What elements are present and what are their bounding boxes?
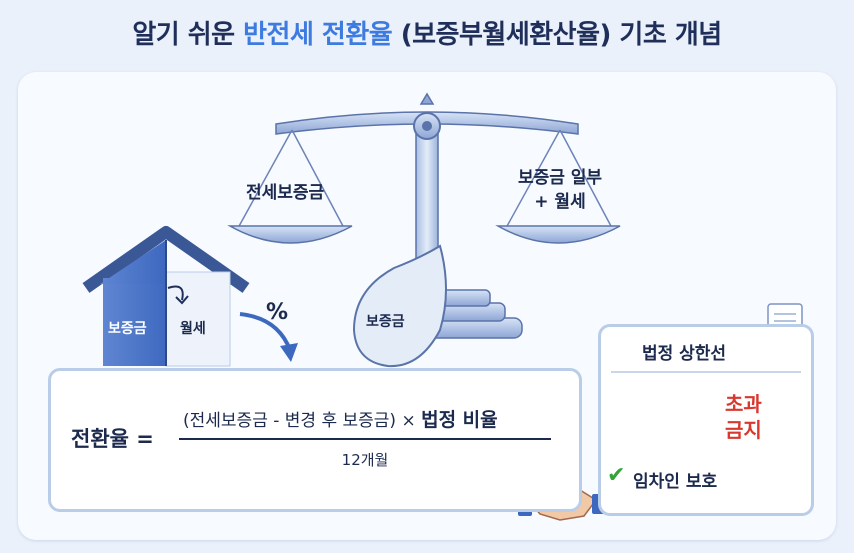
title-prefix: 알기 쉬운 (132, 20, 244, 50)
formula-box: 전환율 = (전세보증금 - 변경 후 보증금) × 법정 비율 12개월 (48, 368, 582, 512)
scale-right-label: 보증금 일부 + 월세 (510, 166, 610, 214)
scale-left-label: 전세보증금 (246, 183, 325, 203)
title-suffix: (보증부월세환산율) 기초 개념 (392, 20, 722, 50)
page-title: 알기 쉬운 반전세 전환율 (보증부월세환산율) 기초 개념 (0, 14, 854, 51)
scale-right-label-line1: 보증금 일부 (517, 168, 603, 188)
check-icon: ✔ (607, 463, 626, 488)
right-scale-pan (495, 129, 621, 244)
formula-numerator: (전세보증금 - 변경 후 보증금) × 법정 비율 (183, 405, 498, 432)
money-bag-icon (352, 244, 447, 368)
scale-base-label: 보증금 (366, 314, 405, 330)
formula-lhs: 전환율 = (71, 427, 154, 451)
legal-limit-title: 법정 상한선 (641, 344, 727, 364)
formula-numerator-bold: 법정 비율 (421, 409, 498, 431)
tenant-protection-label: 임차인 보호 (633, 472, 718, 492)
house-right-label: 월세 (180, 321, 206, 337)
ban-line2: 금지 (725, 418, 762, 442)
legal-limit-divider (611, 371, 801, 373)
house-icon (82, 226, 250, 367)
house-left-label: 보증금 (108, 321, 147, 337)
left-scale-pan (227, 129, 353, 244)
arrow-down-icon (239, 312, 298, 362)
percent-symbol: % (266, 300, 289, 325)
fraction-bar (179, 438, 551, 440)
title-highlight: 반전세 전환율 (243, 20, 393, 50)
scale-right-label-line2: + 월세 (534, 192, 586, 212)
ban-line1: 초과 (725, 392, 762, 416)
formula-numerator-paren: (전세보증금 - 변경 후 보증금) × (183, 411, 416, 431)
formula-denominator: 12개월 (341, 451, 389, 469)
